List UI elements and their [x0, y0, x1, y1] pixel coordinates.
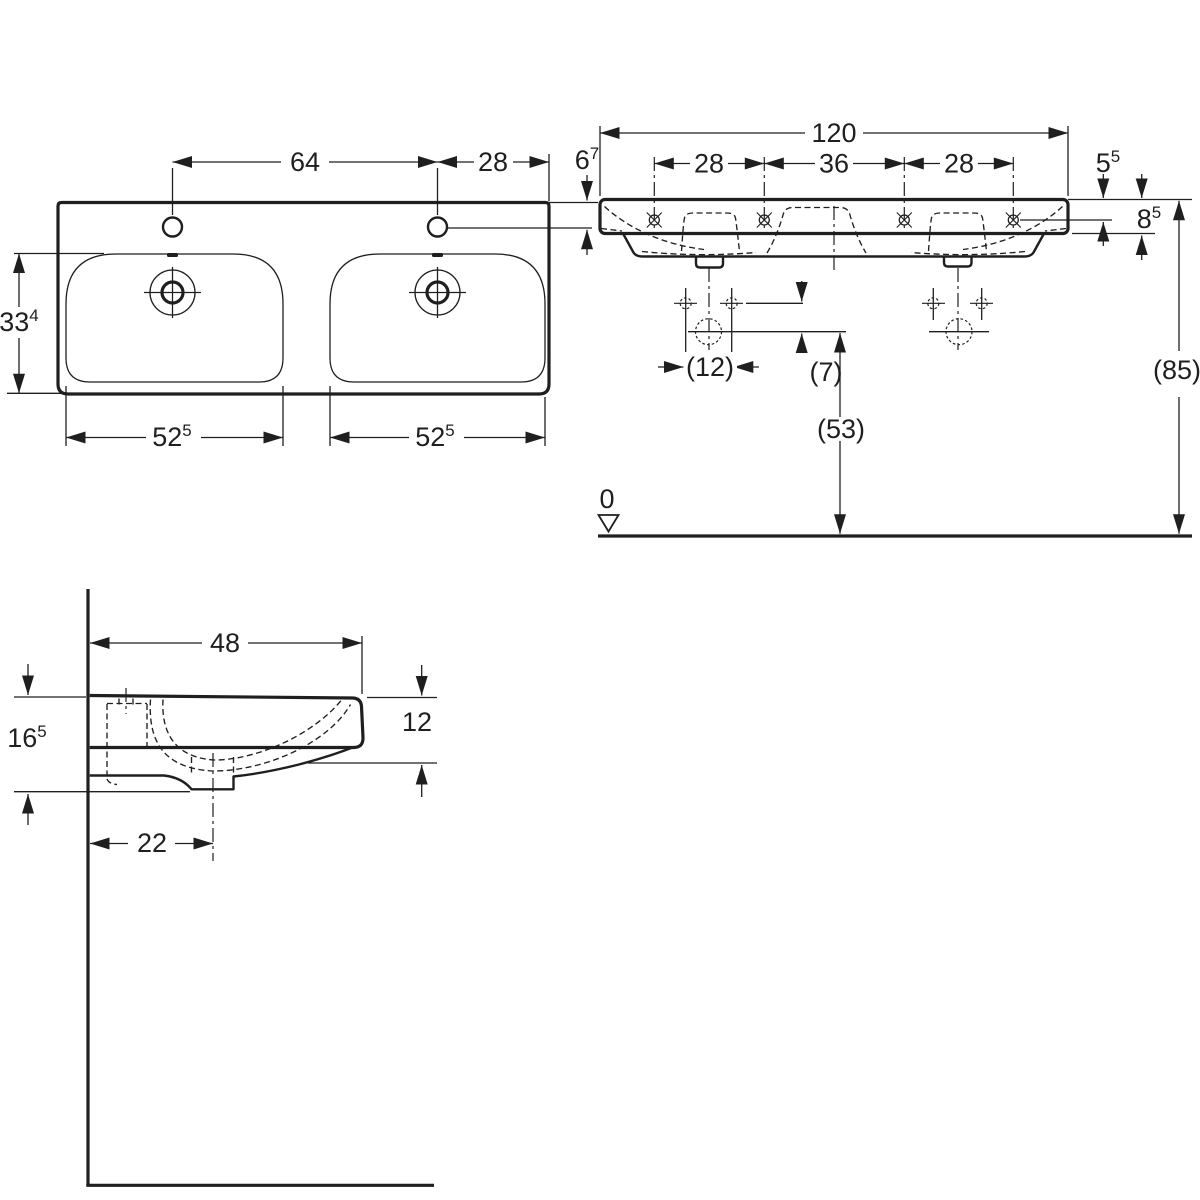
front-drain-boss-right [942, 256, 973, 268]
dim-label-front-120: 120 [811, 118, 856, 148]
dim-front-7-paren: (7) [795, 281, 843, 387]
side-profile-underside [89, 746, 353, 791]
dim-front-8-5: 85 [1135, 174, 1162, 260]
dim-label-side-48: 48 [210, 628, 240, 658]
dim-label-front-53-paren: (53) [817, 414, 865, 444]
front-drain-boss-left [694, 256, 725, 269]
dim-label-side-12: 12 [402, 707, 432, 737]
dim-front-85: (85) [1153, 200, 1200, 534]
dim-label-front-5-5: 55 [1096, 147, 1121, 178]
overflow-slot-left [167, 253, 178, 257]
dim-label-plan-52-5-right: 525 [415, 421, 455, 452]
dim-label-plan-52-5-left: 525 [152, 421, 192, 452]
dim-front-53-paren: (53) [817, 333, 865, 534]
dim-side-22: 22 [90, 828, 213, 858]
dim-label-front-28-left: 28 [694, 149, 724, 179]
dim-label-side-22: 22 [137, 828, 167, 858]
dim-side-12: 12 [308, 665, 437, 797]
dim-side-16-5: 165 [7, 664, 190, 825]
dim-label-front-85: (85) [1153, 355, 1200, 385]
dim-label-front-8-5: 85 [1137, 203, 1162, 234]
dim-label-front-28-right: 28 [944, 149, 974, 179]
dim-plan-33-4: 334 [0, 252, 104, 394]
side-profile-upper [89, 693, 365, 750]
drain-right [409, 267, 466, 318]
plan-bowl-left [65, 253, 284, 383]
drain-left [144, 267, 201, 318]
dim-plan-28: 28 [437, 147, 550, 201]
side-section-view: 48 12 165 22 [7, 589, 437, 1187]
dim-plan-52-5-left: 525 [65, 386, 284, 452]
plan-view: 64 28 67 334 [0, 144, 599, 452]
plan-bowl-right [329, 253, 546, 383]
dim-label-front-12-paren: (12) [686, 352, 734, 382]
plan-outline [56, 200, 551, 396]
dim-front-5-5: 55 [1096, 147, 1121, 246]
dim-label-plan-6-7: 67 [575, 144, 600, 175]
front-hidden-lines [600, 206, 1067, 350]
dim-front-28-left: 28 [654, 149, 765, 179]
side-hidden-lines [106, 688, 352, 861]
front-elevation-view: 120 28 36 28 55 [596, 118, 1200, 538]
dim-plan-6-7: 67 [447, 144, 599, 255]
dim-label-plan-64: 64 [290, 147, 320, 177]
dim-label-front-36: 36 [819, 149, 849, 179]
dim-plan-52-5-right: 525 [329, 386, 546, 452]
wall-holes-right [922, 288, 993, 346]
datum-zero-label: 0 [599, 484, 614, 514]
front-fixing-holes [646, 157, 1022, 234]
dim-label-plan-28: 28 [478, 147, 508, 177]
dim-label-plan-33-4: 334 [0, 306, 39, 337]
dim-label-front-7-paren: (7) [810, 357, 843, 387]
datum-zero: 0 [596, 484, 621, 534]
datum-level-icon [596, 514, 621, 534]
overflow-slot-right [432, 253, 443, 257]
dim-front-28-right: 28 [904, 149, 1014, 179]
dim-front-12-paren: (12) [658, 352, 759, 382]
dim-front-120: 120 [599, 118, 1069, 196]
tap-hole-right [426, 216, 449, 238]
dim-front-36: 36 [764, 149, 905, 179]
dim-label-side-16-5: 165 [7, 722, 47, 753]
dim-plan-64: 64 [171, 147, 439, 215]
tap-hole-left [161, 216, 184, 238]
dim-side-48: 48 [90, 628, 363, 694]
